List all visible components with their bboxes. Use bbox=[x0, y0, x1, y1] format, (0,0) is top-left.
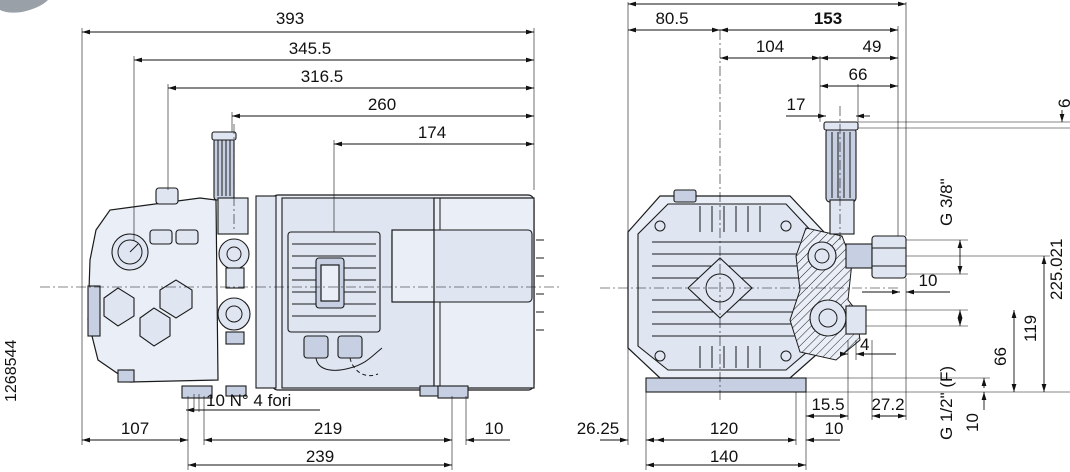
dim-g38: G 3/8" bbox=[937, 178, 956, 226]
holes-note: 10 N° 4 fori bbox=[206, 391, 291, 410]
dim-316-5: 316.5 bbox=[301, 67, 344, 86]
drawing-code: 1268544 bbox=[3, 340, 20, 402]
dim-49: 49 bbox=[863, 37, 882, 56]
dim-80-5: 80.5 bbox=[655, 9, 688, 28]
dim-10-vertical: 10 bbox=[963, 413, 982, 432]
dim-66-right: 66 bbox=[991, 347, 1010, 366]
dim-10-left: 10 bbox=[485, 419, 504, 438]
dim-107: 107 bbox=[121, 419, 149, 438]
dim-260: 260 bbox=[368, 95, 396, 114]
dim-15-5: 15.5 bbox=[811, 395, 844, 414]
logo-fragment bbox=[0, 0, 48, 13]
dim-219: 219 bbox=[314, 419, 342, 438]
dim-66-top: 66 bbox=[849, 65, 868, 84]
dim-17: 17 bbox=[787, 95, 806, 114]
dim-174: 174 bbox=[418, 123, 446, 142]
dim-104: 104 bbox=[756, 37, 784, 56]
dim-g12: G 1/2" (F) bbox=[937, 366, 956, 440]
dim-393: 393 bbox=[276, 9, 304, 28]
motor-rear-fins bbox=[536, 239, 544, 331]
dim-239: 239 bbox=[306, 447, 334, 466]
dim-119: 119 bbox=[1021, 315, 1040, 342]
dim-10-bottom: 10 bbox=[825, 419, 844, 438]
dim-26-25: 26.25 bbox=[577, 419, 620, 438]
dim-120: 120 bbox=[710, 419, 738, 438]
dim-6: 6 bbox=[1055, 99, 1070, 108]
dim-140: 140 bbox=[710, 447, 738, 466]
dim-4: 4 bbox=[860, 335, 869, 354]
dim-10-horizontal: 10 bbox=[919, 271, 938, 290]
dim-153: 153 bbox=[814, 9, 842, 28]
dim-345-5: 345.5 bbox=[289, 39, 332, 58]
dim-225-021: 225.021 bbox=[1047, 239, 1066, 300]
pump-side-view bbox=[87, 131, 544, 399]
dim-27-2: 27.2 bbox=[871, 395, 904, 414]
